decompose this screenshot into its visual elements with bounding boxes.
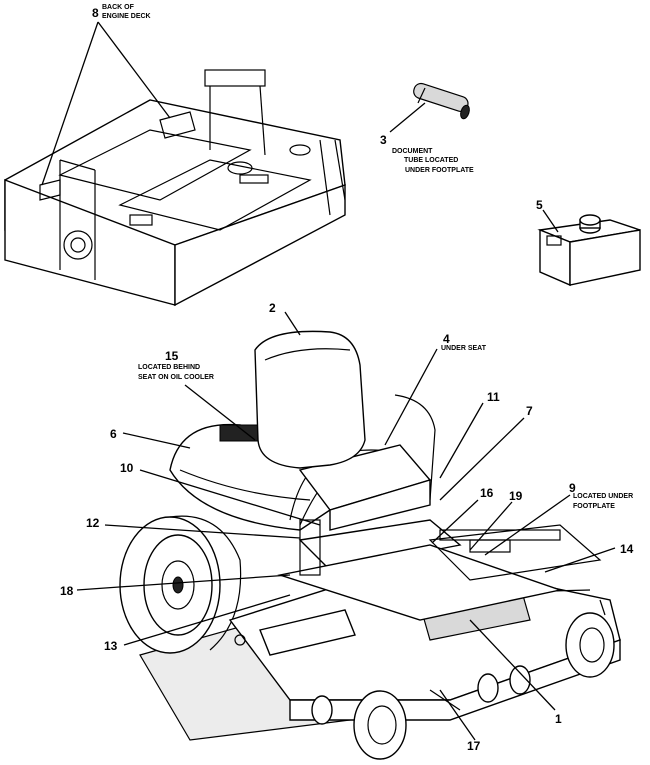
note-3-line-1: DOCUMENT <box>392 148 433 155</box>
callout-12: 12 <box>86 516 100 530</box>
leader-16 <box>431 499 479 544</box>
engine-deck-frame <box>4 69 346 307</box>
mower-assembly <box>119 330 621 760</box>
leader-8b <box>97 21 171 119</box>
callout-17: 17 <box>467 739 481 753</box>
callout-3: 3 <box>380 133 387 147</box>
leader-13 <box>123 594 291 646</box>
leader-17 <box>439 689 476 741</box>
callout-8: 8 <box>92 6 99 20</box>
callout-11: 11 <box>487 390 500 404</box>
document-tube <box>413 82 470 120</box>
note-3-line-3: UNDER FOOTPLATE <box>405 167 474 174</box>
callout-1: 1 <box>555 712 562 726</box>
callout-15: 15 <box>165 349 179 363</box>
callout-labels: 1 2 3 4 5 6 7 8 9 10 11 12 13 14 15 16 1… <box>60 6 634 753</box>
callout-4: 4 <box>443 332 450 346</box>
callout-13: 13 <box>104 639 118 653</box>
leader-6 <box>122 432 191 449</box>
leader-11 <box>439 402 484 479</box>
note-9-line-2: FOOTPLATE <box>573 503 615 510</box>
note-9-line-1: LOCATED UNDER <box>573 493 633 500</box>
leader-8a <box>41 21 99 186</box>
hydraulic-tank <box>537 214 641 287</box>
note-8-line-2: ENGINE DECK <box>102 13 151 20</box>
leader-7 <box>439 417 525 501</box>
leader-1 <box>469 619 556 711</box>
leader-5 <box>542 209 559 233</box>
callout-5: 5 <box>536 198 543 212</box>
callout-16: 16 <box>480 486 494 500</box>
leader-lines <box>41 21 616 741</box>
leader-4 <box>384 348 438 446</box>
leader-10 <box>139 469 321 526</box>
callout-18: 18 <box>60 584 74 598</box>
leader-18 <box>76 574 291 591</box>
leader-14 <box>544 547 616 573</box>
callout-6: 6 <box>110 427 117 441</box>
callout-14: 14 <box>620 542 634 556</box>
callout-19: 19 <box>509 489 523 503</box>
note-8-line-1: BACK OF <box>102 4 135 11</box>
callout-10: 10 <box>120 461 134 475</box>
callout-notes: BACK OF ENGINE DECK DOCUMENT TUBE LOCATE… <box>102 4 633 510</box>
leader-19 <box>469 501 513 551</box>
leader-12 <box>104 524 301 539</box>
note-3-line-2: TUBE LOCATED <box>404 157 458 164</box>
note-15-line-2: SEAT ON OIL COOLER <box>138 374 214 381</box>
note-4-line-1: UNDER SEAT <box>441 345 487 352</box>
note-15-line-1: LOCATED BEHIND <box>138 364 200 371</box>
leader-15 <box>184 384 256 441</box>
leader-3 <box>389 102 426 133</box>
callout-7: 7 <box>526 404 533 418</box>
leader-2 <box>284 311 301 336</box>
callout-9: 9 <box>569 481 576 495</box>
leader-9 <box>484 494 571 556</box>
callout-2: 2 <box>269 301 276 315</box>
